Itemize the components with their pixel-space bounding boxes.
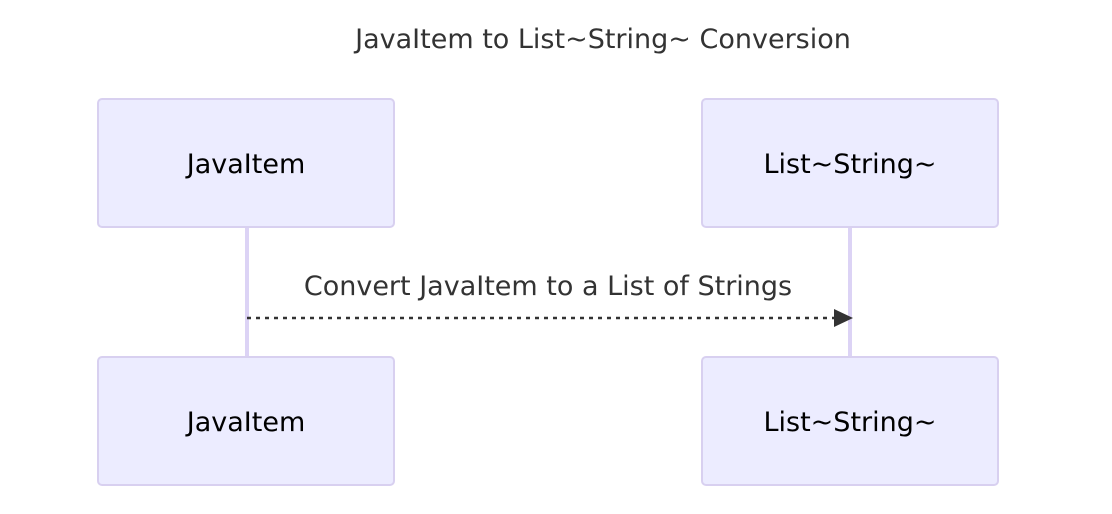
actor-label: List~String~ xyxy=(763,407,936,438)
actor-label: JavaItem xyxy=(185,149,306,180)
arrowhead-icon xyxy=(834,309,853,327)
actor-box xyxy=(701,98,999,228)
actor-label: JavaItem xyxy=(185,407,306,438)
diagram-title: JavaItem to List~String~ Conversion xyxy=(353,24,851,55)
actor-bottom-liststring[interactable]: List~String~ xyxy=(701,356,999,486)
actor-label: List~String~ xyxy=(763,149,936,180)
actor-box xyxy=(701,356,999,486)
message-convert: Convert JavaItem to a List of Strings xyxy=(247,271,853,327)
actor-bottom-javaitem[interactable]: JavaItem xyxy=(97,356,395,486)
message-label: Convert JavaItem to a List of Strings xyxy=(304,271,792,302)
actor-box xyxy=(97,356,395,486)
actor-top-javaitem[interactable]: JavaItem xyxy=(97,98,395,228)
actor-top-liststring[interactable]: List~String~ xyxy=(701,98,999,228)
actor-box xyxy=(97,98,395,228)
